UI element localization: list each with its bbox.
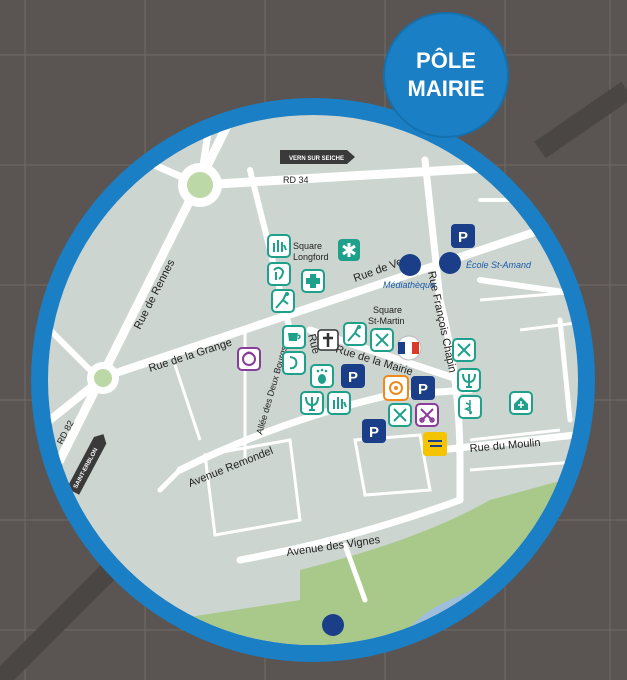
church-icon[interactable] [317,329,339,351]
sign-language-icon[interactable] [267,234,291,258]
square-st-martin-label-2: St-Martin [368,316,405,326]
psychology-icon[interactable] [300,391,324,415]
title-line-1: PÔLE [416,48,476,73]
road-label-rd34: RD 34 [283,175,309,185]
mediatheque-marker[interactable] [399,254,421,276]
square-longford-label-2: Longford [293,252,329,262]
restaurant-icon-3[interactable] [388,403,412,427]
ecole-label: École St-Amand [466,260,532,270]
title-badge: PÔLE MAIRIE [383,12,509,138]
road-network [48,115,578,603]
medical-star-icon[interactable] [338,239,360,261]
svg-text:P: P [418,381,428,398]
physiotherapy-icon-2[interactable] [343,322,367,346]
parking-icon[interactable]: P [362,419,386,443]
title-line-2: MAIRIE [408,76,485,101]
square-longford-label-1: Square [293,241,322,251]
physiotherapy-icon[interactable] [271,289,295,313]
cafe-icon[interactable] [282,325,306,349]
parking-icon[interactable]: P [341,364,365,388]
town-hall-flag-icon[interactable] [396,335,422,361]
mediatheque-label: Médiathèque [383,280,435,290]
medical-caduceus-icon[interactable] [458,395,482,419]
internet-icon[interactable] [383,375,409,401]
svg-text:P: P [348,369,358,386]
vern-sur-seiche-label: VERN SUR SEICHE [289,156,344,162]
roundabouts [87,163,222,394]
restaurant-icon-2[interactable] [452,338,476,362]
barber-icon[interactable] [415,403,439,427]
vern-sur-seiche-sign: VERN SUR SEICHE [280,150,355,164]
ear-nose-icon[interactable] [282,351,306,375]
sign-language-icon-2[interactable] [327,391,351,415]
svg-text:P: P [369,424,379,441]
restaurant-icon[interactable] [370,328,394,352]
location-marker-south[interactable] [322,614,344,636]
outer-roads [0,81,627,680]
health-house-icon[interactable] [509,391,533,415]
pharmacy-cross-icon[interactable] [301,269,325,293]
hearing-icon[interactable] [267,262,291,286]
parking-icon[interactable]: P [411,376,435,400]
parking-icon[interactable]: P [451,224,475,248]
podiatry-icon[interactable] [310,364,334,388]
post-office-icon[interactable] [423,432,447,456]
hairdresser-icon[interactable] [237,347,261,371]
psychology-icon-2[interactable] [457,368,481,392]
square-st-martin-label-1: Square [373,305,402,315]
svg-text:P: P [458,229,468,246]
ecole-marker[interactable] [439,252,461,274]
